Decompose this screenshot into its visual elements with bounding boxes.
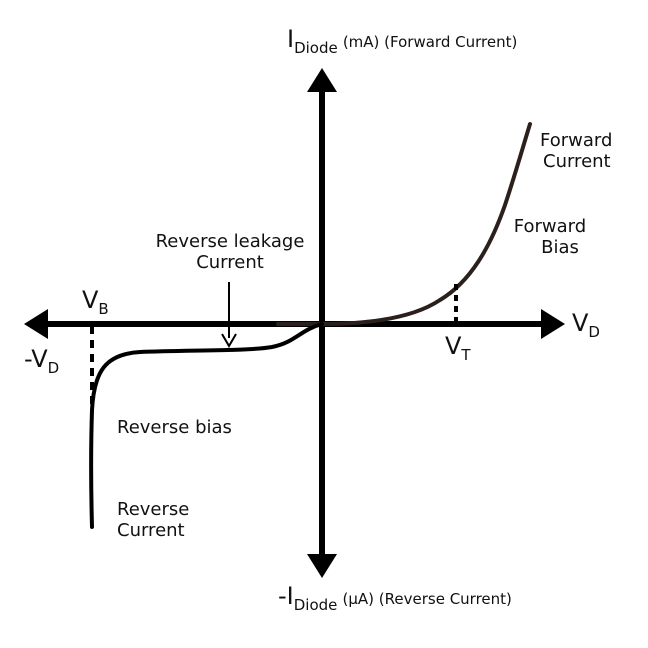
forward-current-label: Forward Current — [540, 130, 613, 172]
x-axis-left-label: -VD — [24, 345, 60, 377]
y-axis-bottom-symbol: -I — [278, 582, 294, 610]
reverse-leakage-line1: Reverse leakage — [155, 231, 305, 252]
leakage-pointer-head — [221, 333, 237, 348]
reverse-current-line2: Current — [117, 519, 185, 541]
x-axis-right-label: VD — [572, 309, 600, 341]
vb-symbol: V — [82, 286, 99, 314]
y-axis-arrow-down — [307, 554, 337, 578]
vt-subscript: T — [461, 346, 471, 364]
reverse-leakage-label: Reverse leakage Current — [150, 231, 310, 273]
forward-bias-label: Forward Bias — [510, 216, 590, 258]
reverse-curve — [89, 322, 324, 529]
y-axis-bottom-subscript: Diode — [293, 596, 338, 614]
forward-current-line2: Current — [543, 150, 611, 172]
y-axis-arrow-up — [307, 68, 337, 92]
reverse-bias-label: Reverse bias — [117, 417, 232, 438]
x-axis-right-symbol: V — [572, 309, 589, 337]
x-axis-arrow-right — [541, 309, 565, 339]
reverse-leakage-line2: Current — [196, 251, 264, 273]
vb-label: VB — [82, 286, 109, 318]
x-axis-arrow-left — [24, 309, 48, 339]
forward-current-line1: Forward — [540, 130, 613, 151]
y-axis-bottom-label: -IDiode (μA) (Reverse Current) — [278, 582, 512, 614]
x-axis-left-subscript: D — [47, 359, 60, 377]
vt-symbol: V — [445, 332, 462, 360]
vb-subscript: B — [98, 300, 109, 318]
forward-bias-line2: Bias — [541, 236, 579, 258]
forward-curve — [276, 122, 532, 326]
vt-label: VT — [445, 332, 471, 364]
reverse-current-label: Reverse Current — [117, 499, 190, 541]
x-axis-right-subscript: D — [588, 323, 600, 341]
y-axis-top-label: IDiode (mA) (Forward Current) — [287, 25, 518, 57]
y-axis-bottom-unit: (μA) (Reverse Current) — [342, 590, 512, 608]
y-axis-top-unit: (mA) (Forward Current) — [342, 33, 518, 51]
reverse-current-line1: Reverse — [117, 499, 190, 520]
x-axis-left-symbol: -V — [24, 345, 48, 373]
y-axis-top-subscript: Diode — [294, 39, 338, 57]
forward-bias-line1: Forward — [513, 216, 587, 237]
y-axis-top-symbol: I — [287, 25, 295, 53]
